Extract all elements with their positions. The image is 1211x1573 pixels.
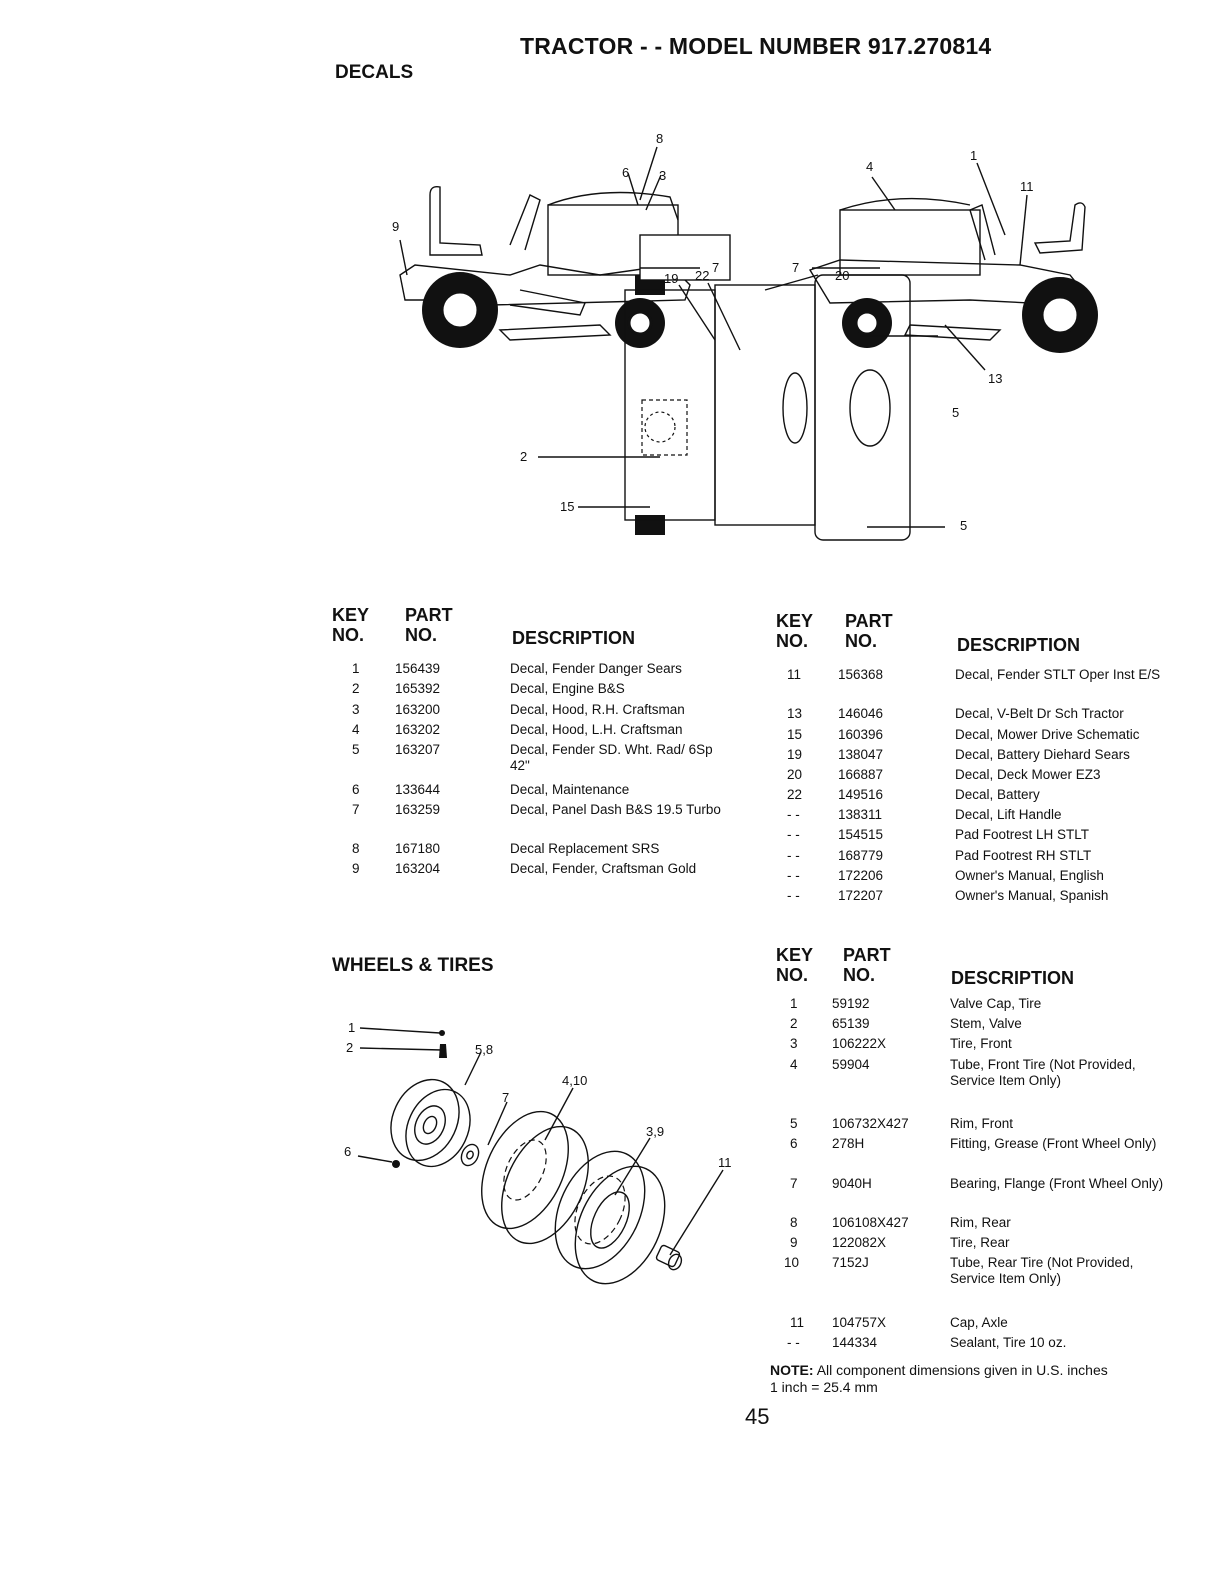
note-label: NOTE: [770,1362,814,1378]
tractor-left-side-view [399,185,691,348]
callout-9: 9 [392,219,399,234]
callout-5-bottom: 5 [960,518,967,533]
callout-6: 6 [622,165,629,180]
front-rim [390,1078,471,1168]
callout-6: 6 [344,1144,351,1159]
callout-3-9: 3,9 [646,1124,664,1139]
section-heading-decals: DECALS [335,62,414,83]
callout-7-left: 7 [712,260,719,275]
col-desc-header-wheels: DESCRIPTION [951,968,1075,988]
page-number: 45 [745,1404,770,1429]
callout-1: 1 [348,1020,355,1035]
wheels-diagram: 1 2 5,8 6 7 4,10 3,9 11 [344,1020,732,1285]
callout-leaders [399,146,1028,528]
callout-4-10: 4,10 [562,1073,587,1088]
axle-cap [655,1244,683,1271]
callout-5-top: 5 [952,405,959,420]
tractor-right-side-view [808,197,1098,353]
callout-4: 4 [866,159,873,174]
callout-8: 8 [656,131,663,146]
rear-tire [554,1150,666,1285]
callout-5-8: 5,8 [475,1042,493,1057]
callout-2: 2 [346,1040,353,1055]
col-desc-header-right: DESCRIPTION [957,635,1081,655]
callout-7-right: 7 [792,260,799,275]
page-title: TRACTOR - - MODEL NUMBER 917.270814 [520,33,992,59]
section-heading-wheels: WHEELS & TIRES [332,955,494,976]
note-text: All component dimensions given in U.S. i… [816,1362,1108,1378]
col-desc-header-left: DESCRIPTION [512,628,636,648]
callout-numbers: 8 6 3 7 9 4 1 11 7 13 19 22 20 2 15 5 5 [392,131,1034,533]
decals-diagram: 8 6 3 7 9 4 1 11 7 13 19 22 20 2 15 5 5 [392,131,1098,541]
callout-7: 7 [502,1090,509,1105]
bearing [460,1143,480,1167]
col-part-header-right: PART NO. [845,611,893,651]
col-key-header-right: KEY NO. [776,611,814,651]
callout-20: 20 [835,268,849,283]
note-conversion: 1 inch = 25.4 mm [770,1379,878,1395]
callout-11: 11 [718,1155,732,1170]
col-key-header-wheels: KEY NO. [776,945,814,985]
callout-1: 1 [970,148,977,163]
tractor-top-view [624,234,911,541]
col-part-header-wheels: PART NO. [843,945,891,985]
callout-22: 22 [695,268,709,283]
col-key-header-left: KEY NO. [332,605,370,645]
callout-13: 13 [988,371,1002,386]
callout-11: 11 [1020,179,1034,194]
callout-3: 3 [659,168,666,183]
footnote: NOTE: All component dimensions given in … [770,1362,1108,1396]
col-part-header-left: PART NO. [405,605,453,645]
front-tire [481,1110,589,1245]
callout-numbers: 1 2 5,8 6 7 4,10 3,9 11 [344,1020,732,1170]
callout-19: 19 [664,271,678,286]
callout-2: 2 [520,449,527,464]
callout-15: 15 [560,499,574,514]
